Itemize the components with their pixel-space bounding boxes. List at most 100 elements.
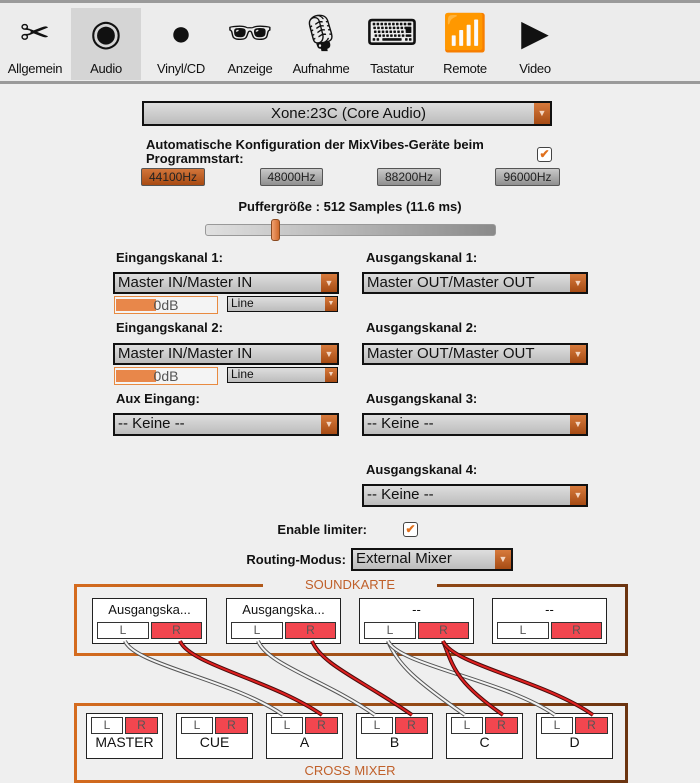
aux-input-dropdown[interactable]: -- Keine --▼ [113, 413, 339, 436]
crossmixer-title: CROSS MIXER [262, 763, 438, 778]
rate-48000-button[interactable]: 48000Hz [260, 168, 323, 186]
crossmixer-channel[interactable]: L R CUE [176, 713, 253, 759]
left-port[interactable]: L [497, 622, 549, 639]
output4-dropdown[interactable]: -- Keine -- ▼ [362, 484, 588, 507]
limiter-label: Enable limiter: [277, 522, 367, 537]
preferences-toolbar: ✂Allgemein◉Audio●Vinyl/CD 🕶 Anzeige 🎙 Aufnah… [0, 0, 700, 84]
soundcard-title: SOUNDKARTE [262, 577, 438, 592]
toolbar-item-label: Video [519, 61, 551, 76]
microphone-icon: 🎙 [298, 12, 344, 53]
toolbar-item-allgemein[interactable]: ✂Allgemein [0, 8, 70, 80]
crossmixer-channel[interactable]: L R B [356, 713, 433, 759]
input2-dropdown[interactable]: Master IN/Master IN▼ [113, 343, 339, 365]
input1-label: Eingangskanal 1: [116, 250, 223, 265]
input2-gain[interactable]: 0dB [114, 367, 218, 385]
toolbar-item-vinylcd[interactable]: ●Vinyl/CD [146, 8, 216, 80]
chevron-down-icon: ▼ [321, 345, 337, 363]
tools-icon: ✂ [19, 12, 51, 53]
checkmark-icon: ✔ [405, 522, 416, 536]
right-port[interactable]: R [395, 717, 428, 734]
right-port[interactable]: R [151, 622, 202, 639]
rate-44100-button[interactable]: 44100Hz [141, 168, 205, 186]
toolbar-item-remote[interactable]: 📶Remote [430, 8, 500, 80]
right-port[interactable]: R [575, 717, 608, 734]
chevron-down-icon: ▼ [325, 297, 337, 311]
toolbar-item-tastatur[interactable]: ⌨Tastatur [357, 8, 427, 80]
right-port[interactable]: R [418, 622, 469, 639]
toolbar-item-aufnahme[interactable]: 🎙 Aufnahme [286, 8, 356, 80]
output4-value: -- Keine -- [367, 486, 434, 503]
right-port[interactable]: R [285, 622, 336, 639]
input2-type-dropdown[interactable]: Line▼ [227, 367, 338, 383]
audio-device-dropdown[interactable]: Xone:23C (Core Audio)▼ [142, 101, 552, 126]
crossmixer-channel[interactable]: L R C [446, 713, 523, 759]
toolbar-item-label: Aufnahme [292, 61, 350, 76]
right-port[interactable]: R [215, 717, 248, 734]
toolbar-item-label: Tastatur [370, 61, 414, 76]
chevron-down-icon: ▼ [570, 345, 586, 363]
left-port[interactable]: L [231, 622, 283, 639]
limiter-checkbox[interactable]: ✔ [403, 522, 418, 537]
output1-label: Ausgangskanal 1: [366, 250, 478, 265]
toolbar-item-label: Remote [443, 61, 487, 76]
left-port[interactable]: L [271, 717, 303, 734]
channel-name: Ausgangska... [108, 602, 191, 617]
toolbar-item-label: Vinyl/CD [157, 61, 205, 76]
output2-dropdown[interactable]: Master OUT/Master OUT▼ [362, 343, 588, 365]
soundcard-title-wrap: SOUNDKARTE [0, 577, 700, 592]
crossmixer-channel[interactable]: L R D [536, 713, 613, 759]
rate-96000-button[interactable]: 96000Hz [495, 168, 560, 186]
left-port[interactable]: L [361, 717, 393, 734]
toolbar-item-label: Anzeige [227, 61, 273, 76]
toolbar-item-anzeige[interactable]: 🕶 Anzeige [215, 8, 285, 80]
chevron-down-icon: ▼ [570, 486, 586, 505]
left-port[interactable]: L [541, 717, 573, 734]
crossmixer-channel[interactable]: L R MASTER [86, 713, 163, 759]
toolbar-item-video[interactable]: ▶ Video [500, 8, 570, 80]
left-port[interactable]: L [97, 622, 149, 639]
right-port[interactable]: R [485, 717, 518, 734]
left-port[interactable]: L [181, 717, 213, 734]
input1-dropdown[interactable]: Master IN/Master IN ▼ [113, 272, 339, 294]
routing-mode-value: External Mixer [356, 550, 452, 567]
output4-label: Ausgangskanal 4: [366, 462, 478, 477]
channel-name: MASTER [95, 734, 154, 750]
input1-type-dropdown[interactable]: Line▼ [227, 296, 338, 312]
right-port[interactable]: R [125, 717, 158, 734]
right-port[interactable]: R [551, 622, 602, 639]
buffer-size-label: Puffergröße : 512 Samples (11.6 ms) [238, 199, 462, 214]
toolbar-item-audio[interactable]: ◉Audio [71, 8, 141, 80]
checkmark-icon: ✔ [539, 147, 550, 161]
right-port[interactable]: R [305, 717, 338, 734]
soundcard-channel[interactable]: Ausgangska... L R [92, 598, 207, 644]
sunglasses-icon: 🕶 [227, 12, 273, 53]
left-port[interactable]: L [451, 717, 483, 734]
chevron-down-icon: ▼ [570, 415, 586, 434]
output2-label: Ausgangskanal 2: [366, 320, 478, 335]
chevron-down-icon: ▼ [325, 368, 337, 382]
channel-name: -- [545, 602, 554, 617]
routing-mode-label: Routing-Modus: [246, 552, 346, 567]
video-icon: ▶ [521, 12, 549, 53]
channel-name: D [569, 734, 580, 750]
output1-dropdown[interactable]: Master OUT/Master OUT▼ [362, 272, 588, 294]
input1-value: Master IN/Master IN [118, 274, 253, 291]
soundcard-channel[interactable]: -- L R [359, 598, 474, 644]
chevron-down-icon: ▼ [495, 550, 511, 569]
toolbar-item-label: Audio [90, 61, 122, 76]
chevron-down-icon: ▼ [321, 274, 337, 292]
left-port[interactable]: L [91, 717, 123, 734]
soundcard-channel[interactable]: -- L R [492, 598, 607, 644]
buffer-size-slider[interactable] [205, 219, 496, 241]
output3-dropdown[interactable]: -- Keine --▼ [362, 413, 588, 436]
slider-thumb[interactable] [270, 219, 280, 241]
input1-gain-value: 0dB [153, 297, 179, 313]
crossmixer-channel[interactable]: L R A [266, 713, 343, 759]
left-port[interactable]: L [364, 622, 416, 639]
auto-config-checkbox[interactable]: ✔ [537, 147, 552, 162]
routing-mode-dropdown[interactable]: External Mixer ▼ [351, 548, 513, 571]
rate-88200-button[interactable]: 88200Hz [377, 168, 441, 186]
channel-name: A [299, 734, 310, 750]
soundcard-channel[interactable]: Ausgangska... L R [226, 598, 341, 644]
input1-gain[interactable]: 0dB [114, 296, 218, 314]
